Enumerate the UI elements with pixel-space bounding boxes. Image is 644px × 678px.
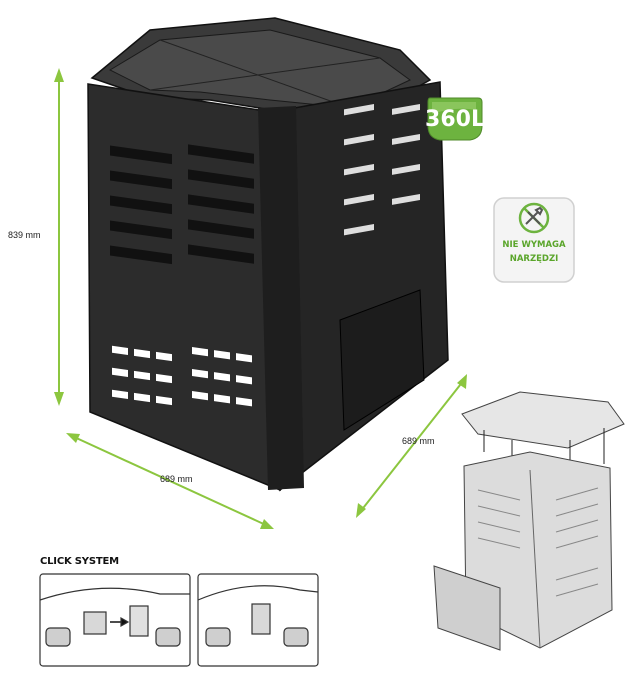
width-dimension-arrow [66,433,274,529]
click-system-title: CLICK SYSTEM [40,556,119,567]
no-tools-line2: NARZĘDZI [509,254,559,264]
capacity-label: 360L [425,106,485,132]
depth-dimension-label: 689 mm [402,436,435,446]
width-dimension-label: 689 mm [160,474,193,484]
height-dimension-label: 839 mm [8,230,41,240]
no-tools-badge-shape [493,197,575,283]
height-dimension-arrow [54,68,64,406]
composter-body [87,17,449,492]
depth-dimension-arrow [356,374,467,518]
capacity-badge: 360L [425,96,485,142]
capacity-badge-shape [427,97,483,141]
no-tools-icon [518,202,550,234]
no-tools-line1: NIE WYMAGA [502,240,566,250]
exploded-assembly-drawing [433,391,625,651]
no-tools-badge: NIE WYMAGA NARZĘDZI [490,196,578,284]
click-system-diagram [39,573,319,667]
